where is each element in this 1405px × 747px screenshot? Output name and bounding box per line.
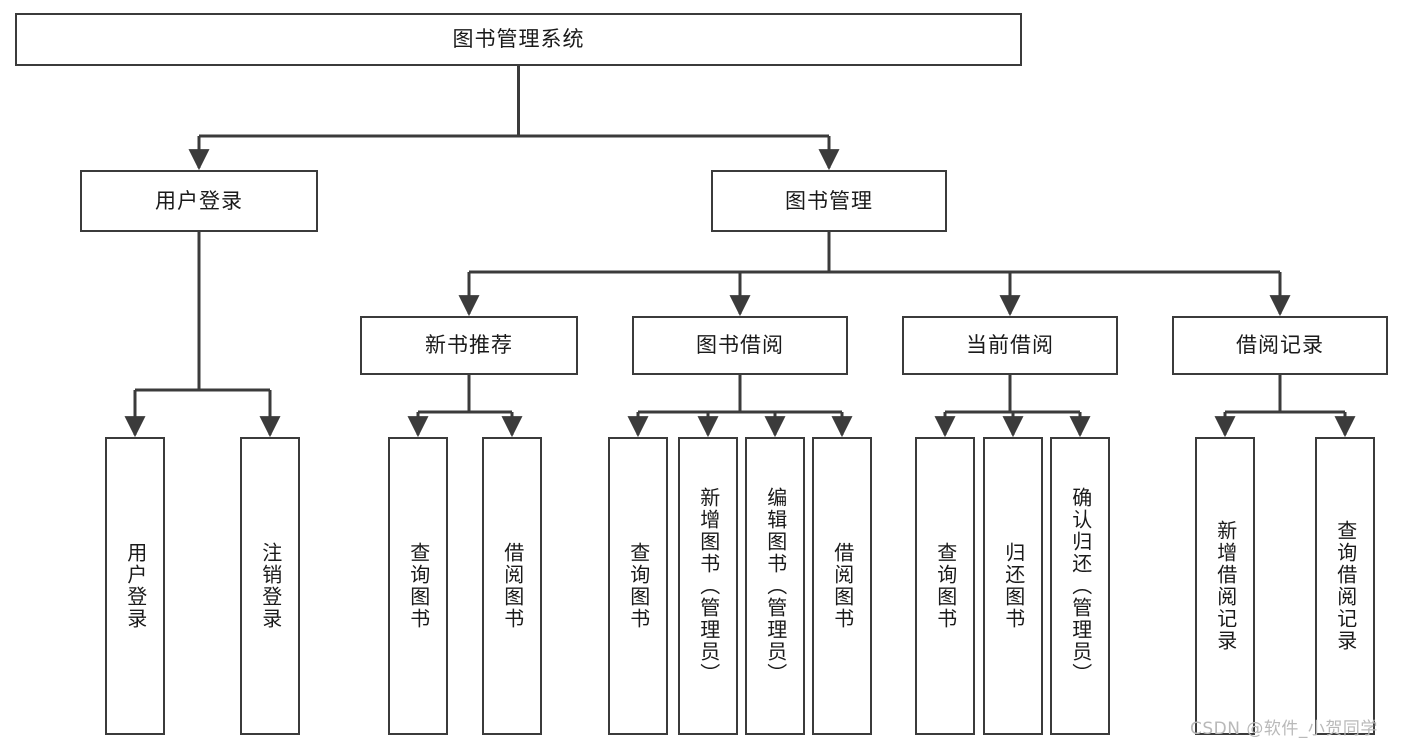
- node-label: 图书管理: [785, 188, 873, 213]
- node-leaf-query-book-3[interactable]: 查询图书: [915, 437, 975, 735]
- node-label: 注销登录: [258, 542, 283, 630]
- node-user-login[interactable]: 用户登录: [80, 170, 318, 232]
- node-label: 新增借阅记录: [1213, 520, 1238, 652]
- node-current-borrow[interactable]: 当前借阅: [902, 316, 1118, 375]
- node-leaf-add-book[interactable]: 新增图书（管理员）: [678, 437, 738, 735]
- node-label: 用户登录: [155, 188, 243, 213]
- node-label: 归还图书: [1001, 542, 1026, 630]
- node-label: 图书借阅: [696, 333, 784, 358]
- node-book-manage[interactable]: 图书管理: [711, 170, 947, 232]
- node-leaf-query-book-2[interactable]: 查询图书: [608, 437, 668, 735]
- node-book-borrow[interactable]: 图书借阅: [632, 316, 848, 375]
- node-leaf-logout[interactable]: 注销登录: [240, 437, 300, 735]
- node-label: 查询图书: [406, 542, 431, 630]
- node-root[interactable]: 图书管理系统: [15, 13, 1022, 66]
- node-leaf-edit-book[interactable]: 编辑图书（管理员）: [745, 437, 805, 735]
- node-label: 查询图书: [626, 542, 651, 630]
- node-label: 新书推荐: [425, 333, 513, 358]
- node-leaf-query-book-1[interactable]: 查询图书: [388, 437, 448, 735]
- node-label: 确认归还（管理员）: [1068, 487, 1093, 685]
- node-borrow-record[interactable]: 借阅记录: [1172, 316, 1388, 375]
- node-leaf-borrow-book-1[interactable]: 借阅图书: [482, 437, 542, 735]
- node-leaf-add-record[interactable]: 新增借阅记录: [1195, 437, 1255, 735]
- watermark-csdn: CSDN @软件_小贺同学: [1190, 719, 1378, 739]
- node-label: 查询图书: [933, 542, 958, 630]
- node-label: 图书管理系统: [452, 27, 585, 52]
- node-label: 查询借阅记录: [1333, 520, 1358, 652]
- node-leaf-borrow-book-2[interactable]: 借阅图书: [812, 437, 872, 735]
- node-leaf-query-record[interactable]: 查询借阅记录: [1315, 437, 1375, 735]
- node-leaf-user-login[interactable]: 用户登录: [105, 437, 165, 735]
- node-label: 当前借阅: [966, 333, 1054, 358]
- node-label: 编辑图书（管理员）: [763, 487, 788, 685]
- node-label: 借阅记录: [1236, 333, 1324, 358]
- node-label: 借阅图书: [830, 542, 855, 630]
- node-leaf-confirm-return[interactable]: 确认归还（管理员）: [1050, 437, 1110, 735]
- node-new-book-rec[interactable]: 新书推荐: [360, 316, 578, 375]
- node-label: 用户登录: [123, 542, 148, 630]
- node-label: 借阅图书: [500, 542, 525, 630]
- node-label: 新增图书（管理员）: [696, 487, 721, 685]
- node-leaf-return-book[interactable]: 归还图书: [983, 437, 1043, 735]
